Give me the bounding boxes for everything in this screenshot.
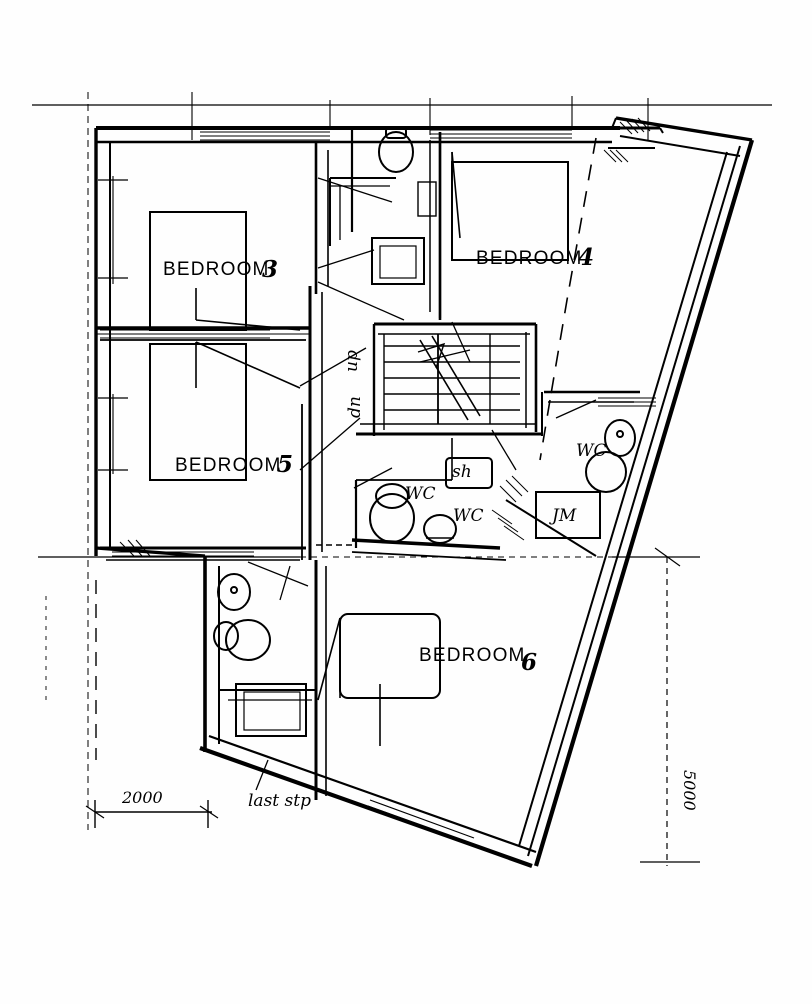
door-bed6-leaf <box>317 617 341 701</box>
window-top-1 <box>200 131 330 141</box>
dimension-5000: 5000 <box>680 770 699 811</box>
door-bed4-leaf <box>451 151 461 239</box>
shower-top-inner <box>379 245 417 279</box>
wall-mid-horizontal-right-inner <box>351 551 507 561</box>
toilet-top-bowl <box>378 131 414 173</box>
leader-6 <box>247 561 309 587</box>
basin-center-top <box>375 483 409 509</box>
window-top-2 <box>430 129 572 139</box>
furniture-sanitary <box>213 127 636 661</box>
annotation-stair-up: up <box>342 350 362 372</box>
wall-tr-cap-b <box>659 127 664 134</box>
bed-bedroom-5 <box>149 343 247 481</box>
leader-stair-2 <box>419 349 471 363</box>
annotations: WC WC WC sh JM up dn last stp <box>248 350 606 811</box>
leader-8 <box>353 467 393 489</box>
basin-right <box>585 451 627 493</box>
shower-top <box>371 237 425 285</box>
furniture-beds <box>149 161 601 737</box>
room-number-bedroom-4: 4 <box>578 244 594 271</box>
stair-arrow-head <box>417 342 446 369</box>
bathtub-inner <box>243 691 301 731</box>
dim-slash-a <box>85 805 105 819</box>
door-bed5-leaf <box>195 341 301 389</box>
door-bed3-leaf <box>195 319 301 331</box>
stair-break-line-a <box>419 339 469 421</box>
room-label-bedroom-3: BEDROOM <box>163 259 270 280</box>
wall-bottom-slant-outer <box>199 746 533 868</box>
bath-center <box>445 457 493 489</box>
room-number-bedroom-5: 5 <box>277 451 293 478</box>
annotation-wardrobe-right: JM <box>549 506 577 526</box>
bed-bedroom-6 <box>339 613 441 699</box>
leader-lines <box>247 177 597 791</box>
window-bottom-slant <box>367 799 475 845</box>
toilet-bottom-left-cistern <box>213 621 239 651</box>
annotation-wc-right: WC <box>453 506 483 526</box>
leader-last-step <box>255 759 269 791</box>
annotation-stair-dn: dn <box>345 396 365 418</box>
toilet-right-mark <box>616 430 624 438</box>
window-right-slant <box>598 397 656 407</box>
roof-setback-dashed <box>539 137 597 461</box>
wall-hatching <box>119 475 529 557</box>
room-label-bedroom-4: BEDROOM <box>476 248 583 269</box>
bed-bedroom-4 <box>451 161 569 261</box>
annotation-bath-basin: sh <box>452 462 472 482</box>
window-left-bed3 <box>100 329 270 339</box>
toilet-right-bowl <box>604 419 636 457</box>
wall-right-slant-mid <box>527 145 741 857</box>
room-label-bedroom-5: BEDROOM <box>175 455 282 476</box>
wall-bottom-slant-inner <box>208 734 537 854</box>
wall-top-right-diag-outer <box>615 116 753 142</box>
staircase <box>384 334 520 424</box>
wall-mid-horizontal-right <box>351 538 501 550</box>
leader-9 <box>491 429 517 471</box>
toilet-top-cistern <box>385 127 407 139</box>
leader-5 <box>299 417 361 471</box>
leader-10 <box>555 399 597 419</box>
bathtub-bottom-left <box>235 683 307 737</box>
wall-tr-cap-a <box>611 117 617 129</box>
leader-stair <box>451 321 471 363</box>
dim-slash-right <box>654 547 681 567</box>
annotation-wc-left: WC <box>405 484 435 504</box>
dimension-grid <box>32 92 772 866</box>
annotation-last-step: last stp <box>248 791 311 811</box>
stair-break-line-b <box>431 335 481 417</box>
dimension-labels: 2000 5000 <box>121 770 699 811</box>
wall-right-slant-outer <box>533 139 755 867</box>
bed-bedroom-3 <box>149 211 247 331</box>
room-number-bedroom-6: 6 <box>521 649 537 676</box>
wall-top-right-diag-inner <box>619 135 741 157</box>
leader-2 <box>317 249 375 269</box>
dashed-ridge-upper <box>549 137 597 401</box>
dim-slash-b <box>199 805 219 819</box>
room-number-bedroom-3: 3 <box>262 256 278 283</box>
wall-ensuite-bottom-slant <box>505 499 597 557</box>
wall-hatch-top-right <box>619 117 651 135</box>
annotation-wc-bath-right: WC <box>576 441 606 461</box>
leader-1 <box>317 177 393 203</box>
toilet-center-bowl <box>423 514 457 544</box>
wall-right-slant-inner <box>518 151 728 847</box>
window-left-lower <box>112 547 254 557</box>
basin-bottom-left <box>217 573 251 611</box>
basin-bottom-left-mark <box>230 586 238 594</box>
room-labels: BEDROOM 3 BEDROOM 4 BEDROOM 5 BEDROOM 6 <box>163 244 594 676</box>
toilet-bottom-left-bowl <box>225 619 271 661</box>
dimension-2000: 2000 <box>121 788 163 807</box>
leader-3 <box>317 281 405 321</box>
wall-hatch-top-right-2 <box>603 149 629 163</box>
wardrobe-bedroom-right <box>535 491 601 539</box>
dashed-ridge-lower <box>539 399 551 461</box>
cabinet-top <box>417 181 437 217</box>
basin-center <box>369 493 415 543</box>
leader-4 <box>299 347 367 387</box>
leader-7 <box>279 565 291 601</box>
room-label-bedroom-6: BEDROOM <box>419 645 526 666</box>
